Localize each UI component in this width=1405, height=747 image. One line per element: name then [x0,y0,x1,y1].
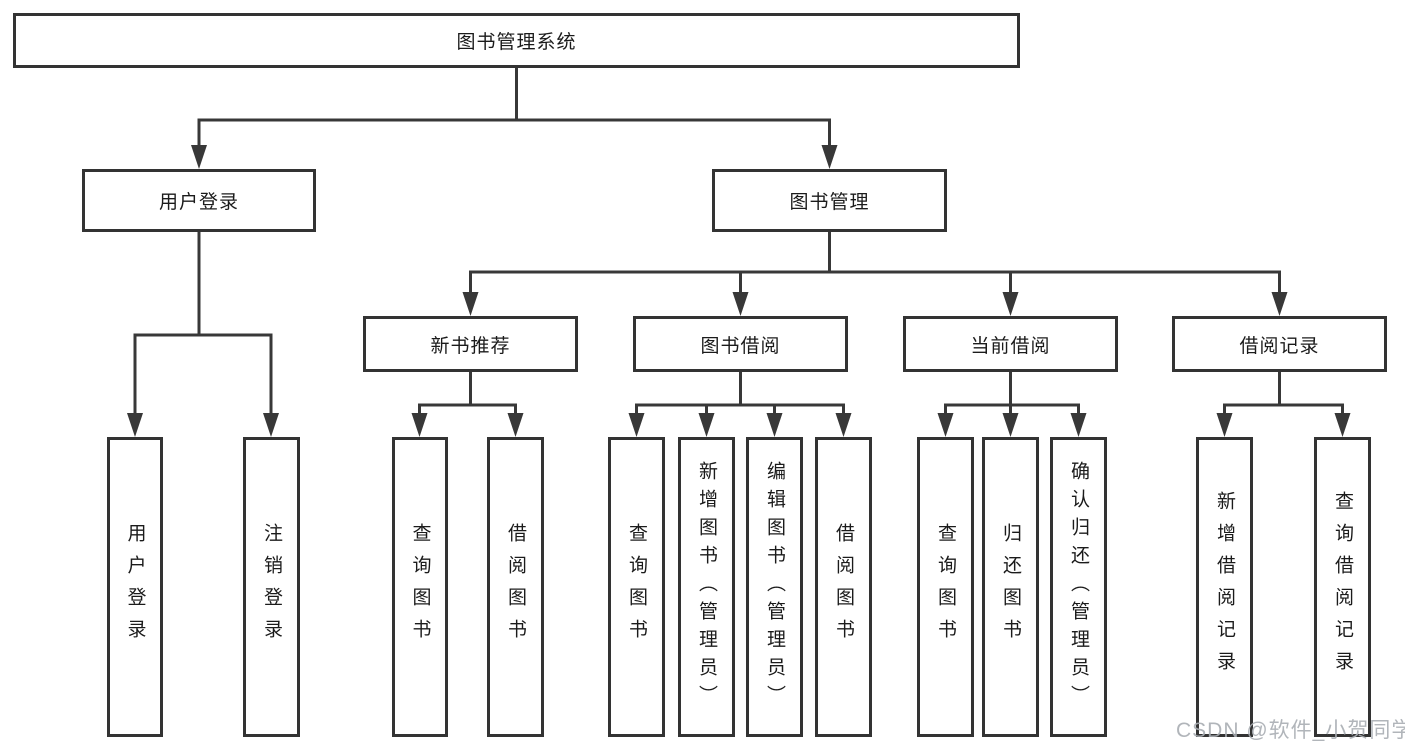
leaf-query-books-recommend-label: 查询图书 [409,523,431,651]
leaf-add-borrow-record-label: 新增借阅记录 [1214,491,1235,683]
leaf-confirm-return-admin: 确认归还（管理员） [1050,437,1107,737]
leaf-borrow-books-label: 借阅图书 [833,523,854,651]
leaf-query-books-borrow: 查询图书 [608,437,665,737]
node-new-book-recommend: 新书推荐 [363,316,578,372]
node-book-management-label: 图书管理 [789,192,870,213]
leaf-logout-label: 注销登录 [261,523,282,651]
node-borrow-records-label: 借阅记录 [1239,335,1320,357]
node-book-management: 图书管理 [712,169,947,232]
csdn-watermark: CSDN @软件_小贺同学 [1176,719,1405,742]
leaf-add-books-admin-label: 新增图书（管理员） [696,461,717,713]
node-user-login: 用户登录 [82,169,316,232]
leaf-edit-books-admin: 编辑图书（管理员） [746,437,803,737]
leaf-user-login: 用户登录 [107,437,163,737]
node-new-book-recommend-label: 新书推荐 [430,335,511,357]
leaf-borrow-books: 借阅图书 [815,437,872,737]
node-book-borrow-label: 图书借阅 [700,335,781,357]
leaf-return-books-label: 归还图书 [1000,523,1021,651]
leaf-query-books-current: 查询图书 [917,437,974,737]
leaf-user-login-label: 用户登录 [124,523,146,651]
node-borrow-records: 借阅记录 [1172,316,1387,372]
leaf-add-borrow-record: 新增借阅记录 [1196,437,1253,737]
leaf-add-books-admin: 新增图书（管理员） [678,437,735,737]
leaf-logout: 注销登录 [243,437,300,737]
leaf-query-borrow-record: 查询借阅记录 [1314,437,1371,737]
leaf-return-books: 归还图书 [982,437,1039,737]
leaf-borrow-books-recommend: 借阅图书 [487,437,544,737]
leaf-query-borrow-record-label: 查询借阅记录 [1332,491,1353,683]
node-book-borrow: 图书借阅 [633,316,848,372]
leaf-confirm-return-admin-label: 确认归还（管理员） [1068,461,1089,713]
leaf-borrow-books-recommend-label: 借阅图书 [505,523,526,651]
node-root-system: 图书管理系统 [13,13,1020,68]
node-user-login-label: 用户登录 [158,192,239,213]
node-current-borrow-label: 当前借阅 [970,335,1051,357]
leaf-query-books-borrow-label: 查询图书 [626,523,647,651]
leaf-edit-books-admin-label: 编辑图书（管理员） [764,461,785,713]
leaf-query-books-current-label: 查询图书 [935,523,956,651]
node-current-borrow: 当前借阅 [903,316,1118,372]
leaf-query-books-recommend: 查询图书 [392,437,448,737]
node-root-label: 图书管理系统 [456,32,577,53]
